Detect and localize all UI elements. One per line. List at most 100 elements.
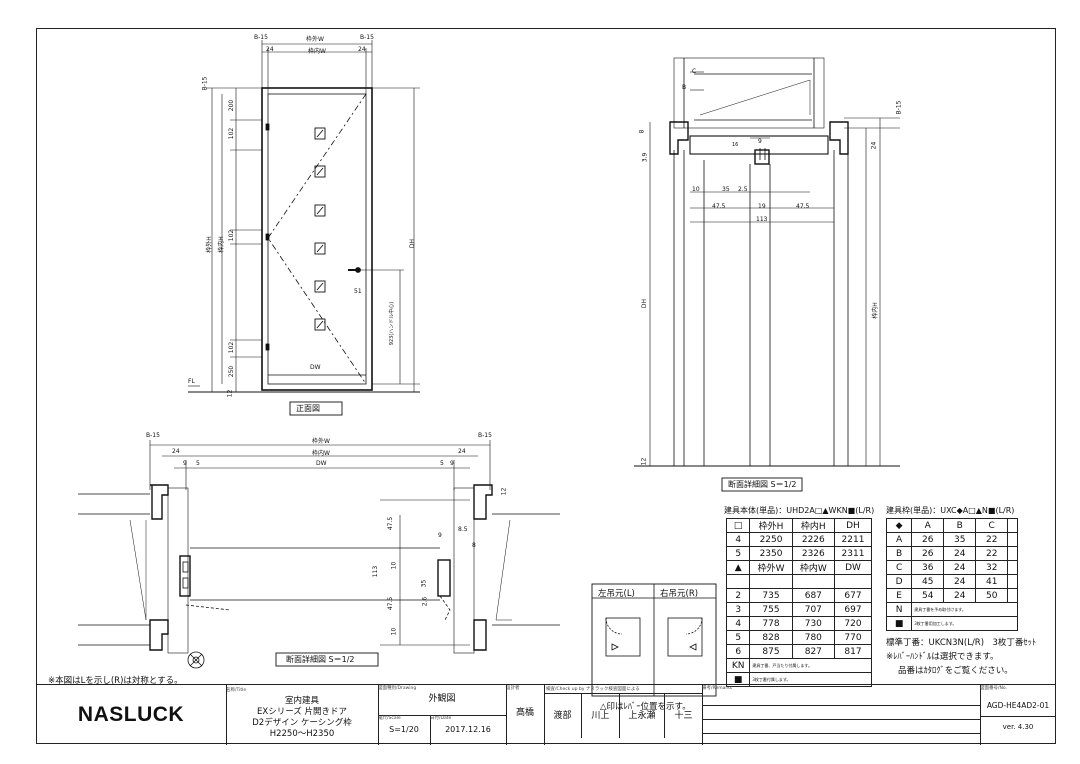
scale-label: 縮尺/Scale	[378, 716, 401, 721]
section-door-body	[673, 150, 849, 466]
plan-dw: DW	[316, 460, 327, 467]
designer-cell: 設計者 髙橋	[506, 685, 545, 745]
section-d9: 9	[758, 138, 762, 145]
front-d102a: 102	[228, 127, 236, 140]
section-c: C	[692, 68, 697, 75]
kn-note: 建具丁番、戸当たり付属します。	[749, 658, 872, 673]
remarks-label: 備考/Remarks	[702, 686, 733, 691]
title-line-2: EXシリーズ 片開きドア	[257, 707, 347, 717]
n-note: 建具丁番を予め取付けます。	[911, 602, 1018, 617]
hanging-right-label: 右吊元(R)	[660, 589, 699, 599]
plan-d10-upper: 10	[390, 561, 398, 570]
drawing-sheet	[36, 28, 1056, 744]
note-catalog: 品番はｶﾀﾛｸﾞをご覧ください。	[898, 666, 1013, 676]
cell: 4	[725, 532, 751, 547]
sq-note: 3枚丁番付属します。	[749, 672, 872, 687]
plan-nai-w: 枠内W	[312, 450, 330, 457]
frame-sq-note: 3枚丁番用加工します。	[911, 616, 1018, 631]
scale-cell: 縮尺/Scale S=1/20	[378, 715, 431, 745]
front-b15-right: B-15	[360, 34, 374, 41]
cell: D	[885, 574, 913, 589]
th: DH	[833, 518, 873, 533]
plan-d10-lower: 10	[390, 627, 398, 636]
plan-right-jamb	[437, 484, 560, 654]
plan-d47-lower: 47.5	[387, 596, 395, 611]
section-caption: 断面詳細図 S＝1/2	[728, 480, 797, 489]
plan-left-jamb	[78, 484, 205, 669]
front-door-elevation	[261, 87, 373, 391]
checker-2: 川上	[582, 694, 620, 738]
cell: 24	[943, 574, 977, 589]
section-d8: 8	[638, 129, 646, 134]
th: □	[725, 518, 751, 533]
front-b15-left: B-15	[254, 34, 268, 41]
section-d24: 24	[870, 141, 878, 150]
checker-4: 十三	[674, 711, 693, 721]
section-d25: 2.5	[738, 186, 748, 193]
plan-waku-w: 枠外W	[312, 438, 330, 445]
designer-label: 設計者	[506, 686, 520, 691]
front-d102c: 102	[228, 341, 236, 354]
section-b: B	[682, 84, 687, 91]
front-d250: 250	[228, 365, 236, 378]
plan-d12: 12	[500, 487, 508, 496]
cell: 24	[943, 560, 977, 575]
cell: 720	[833, 616, 873, 631]
plan-d35: 35	[420, 579, 428, 588]
section-d475-left: 47.5	[712, 203, 726, 210]
note-hinge: 標準丁番：UKCN3N(L/R) 3枚丁番ｾｯﾄ	[886, 638, 1037, 648]
title-label: 名称/Title	[226, 688, 247, 693]
th: C	[975, 518, 1009, 533]
title-line-1: 室内建具	[284, 696, 319, 706]
logo-cell: NASLUCK	[36, 685, 227, 745]
front-nai-w: 枠内W	[308, 48, 326, 55]
section-nai-h: 枠内H	[871, 302, 879, 319]
drawing-type: 外観図	[428, 694, 456, 704]
designer-value: 髙橋	[515, 708, 534, 718]
section-dh: DH	[641, 298, 649, 309]
date-cell: 日付/Date 2017.12.16	[430, 715, 507, 745]
front-dimension-lines	[188, 40, 420, 393]
cell: 697	[833, 602, 873, 617]
plan-d47-upper: 47.5	[387, 516, 395, 531]
cell: 54	[911, 588, 945, 603]
scale-value: S=1/20	[389, 725, 419, 734]
plan-d26: 2.6	[421, 596, 429, 607]
section-d39: 3.9	[641, 152, 649, 163]
drawing-number: AGD-HE4AD2-01	[980, 701, 1056, 717]
th: A	[911, 518, 945, 533]
plan-d113: 113	[372, 565, 380, 578]
checker-row: 渡部 川上 上永瀬 十三	[544, 694, 702, 738]
section-d35: 35	[722, 186, 730, 193]
cell: 22	[975, 546, 1009, 561]
title-block: NASLUCK 名称/Title 室内建具 EXシリーズ 片開きドア D2デザイ…	[36, 684, 1056, 745]
cell: 817	[833, 644, 873, 659]
cell: 2350	[749, 546, 793, 561]
section-head-frame	[669, 57, 849, 165]
cell: 36	[911, 560, 945, 575]
cell: E	[885, 588, 913, 603]
cell: 24	[943, 588, 977, 603]
cell: 707	[791, 602, 835, 617]
plan-d5-right: 5	[440, 460, 444, 467]
table-row: ■3枚丁番付属します。	[725, 672, 872, 687]
table-row	[725, 574, 873, 589]
cell: 780	[791, 630, 835, 645]
section-dimension-lines	[634, 71, 900, 467]
plan-d9-mid: 9	[438, 532, 442, 539]
section-d113: 113	[756, 216, 768, 223]
title-line-3: D2デザイン ケーシング枠	[252, 718, 352, 728]
plan-d9-left: 9	[183, 460, 187, 467]
plan-dimension-lines	[149, 440, 491, 646]
cell: 755	[749, 602, 793, 617]
cell: 32	[975, 560, 1009, 575]
